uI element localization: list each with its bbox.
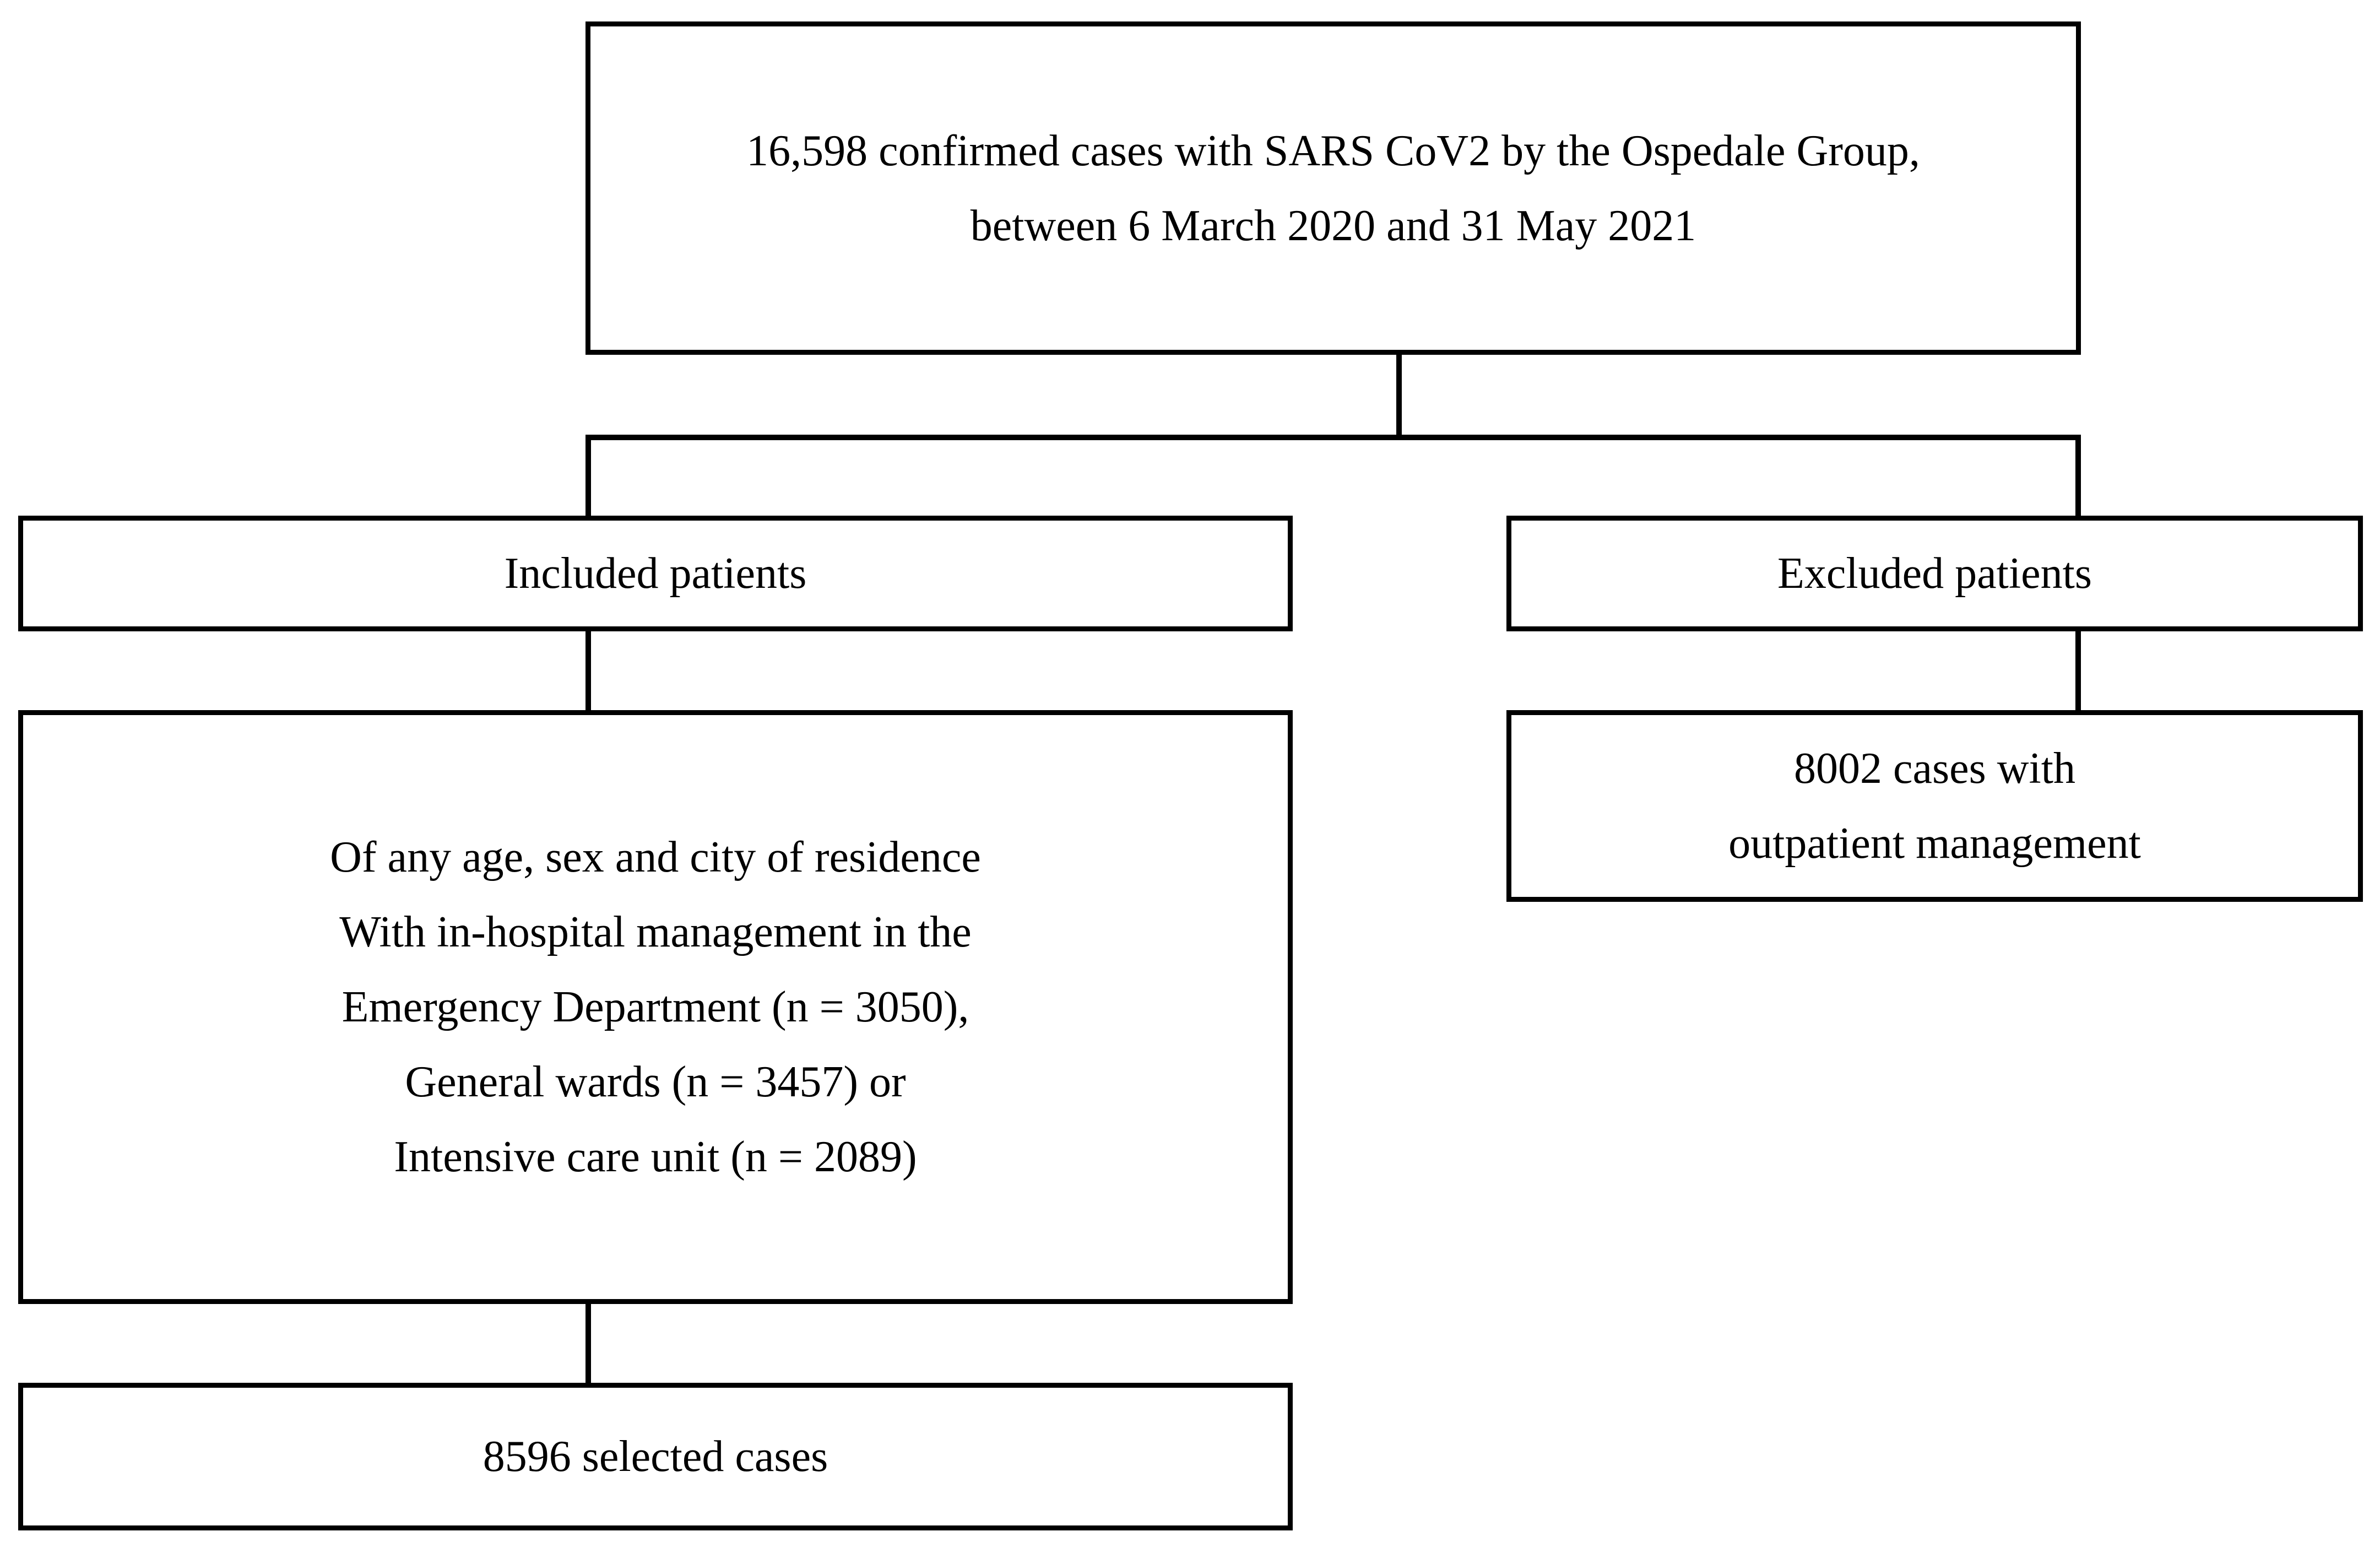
outpatient-cases-box: 8002 cases with outpatient management	[1506, 710, 2363, 902]
outpatient-cases-text: 8002 cases with outpatient management	[1728, 731, 2141, 881]
included-patients-box: Included patients	[18, 516, 1293, 631]
confirmed-cases-box: 16,598 confirmed cases with SARS CoV2 by…	[585, 21, 2081, 355]
included-patients-label: Included patients	[504, 549, 807, 598]
connector-criteria-to-selected	[585, 1302, 591, 1384]
confirmed-cases-text: 16,598 confirmed cases with SARS CoV2 by…	[746, 113, 1920, 263]
connector-excluded-to-outpatient	[2075, 629, 2081, 712]
selected-cases-box: 8596 selected cases	[18, 1383, 1293, 1530]
connector-included-to-criteria	[585, 629, 591, 712]
inclusion-criteria-text: Of any age, sex and city of residence Wi…	[330, 820, 981, 1194]
inclusion-criteria-line: Emergency Department (n = 3050),	[341, 983, 969, 1031]
inclusion-criteria-line: Of any age, sex and city of residence	[330, 833, 981, 881]
outpatient-cases-line: outpatient management	[1728, 819, 2141, 868]
connector-split-to-excluded	[2075, 435, 2081, 517]
excluded-patients-box: Excluded patients	[1506, 516, 2363, 631]
excluded-patients-label: Excluded patients	[1777, 549, 2092, 598]
selected-cases-label: 8596 selected cases	[482, 1432, 828, 1481]
inclusion-criteria-box: Of any age, sex and city of residence Wi…	[18, 710, 1293, 1304]
confirmed-cases-line: between 6 March 2020 and 31 May 2021	[970, 201, 1696, 250]
inclusion-criteria-line: General wards (n = 3457) or	[405, 1058, 906, 1106]
inclusion-criteria-line: With in-hospital management in the	[339, 908, 972, 956]
inclusion-criteria-line: Intensive care unit (n = 2089)	[394, 1133, 917, 1181]
connector-split-to-included	[585, 435, 591, 517]
connector-split-horizontal	[585, 435, 2081, 440]
outpatient-cases-line: 8002 cases with	[1793, 744, 2075, 793]
connector-top-to-split	[1396, 353, 1402, 438]
confirmed-cases-line: 16,598 confirmed cases with SARS CoV2 by…	[746, 126, 1920, 175]
